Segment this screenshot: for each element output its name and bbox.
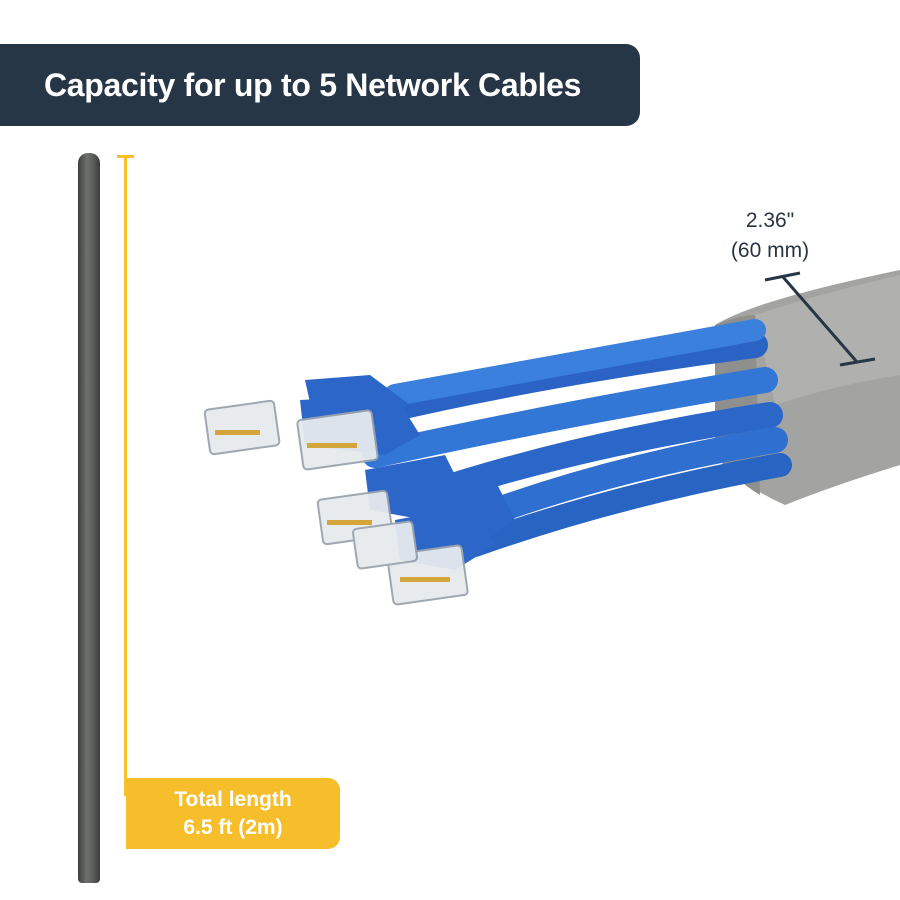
raceway-side-view <box>78 153 100 883</box>
length-label: Total length <box>174 787 292 811</box>
dimension-marker <box>764 271 876 367</box>
length-value: 6.5 ft (2m) <box>183 815 283 839</box>
length-badge: Total length 6.5 ft (2m) <box>126 778 340 849</box>
length-indicator-line <box>124 156 127 796</box>
width-mm: (60 mm) <box>730 239 810 262</box>
page-title: Capacity for up to 5 Network Cables <box>44 66 582 103</box>
product-photo-cables-in-raceway <box>203 270 900 606</box>
width-dimension-label: 2.36" (60 mm) <box>720 206 820 266</box>
title-banner: Capacity for up to 5 Network Cables <box>0 44 640 126</box>
width-inches: 2.36" <box>745 209 795 232</box>
